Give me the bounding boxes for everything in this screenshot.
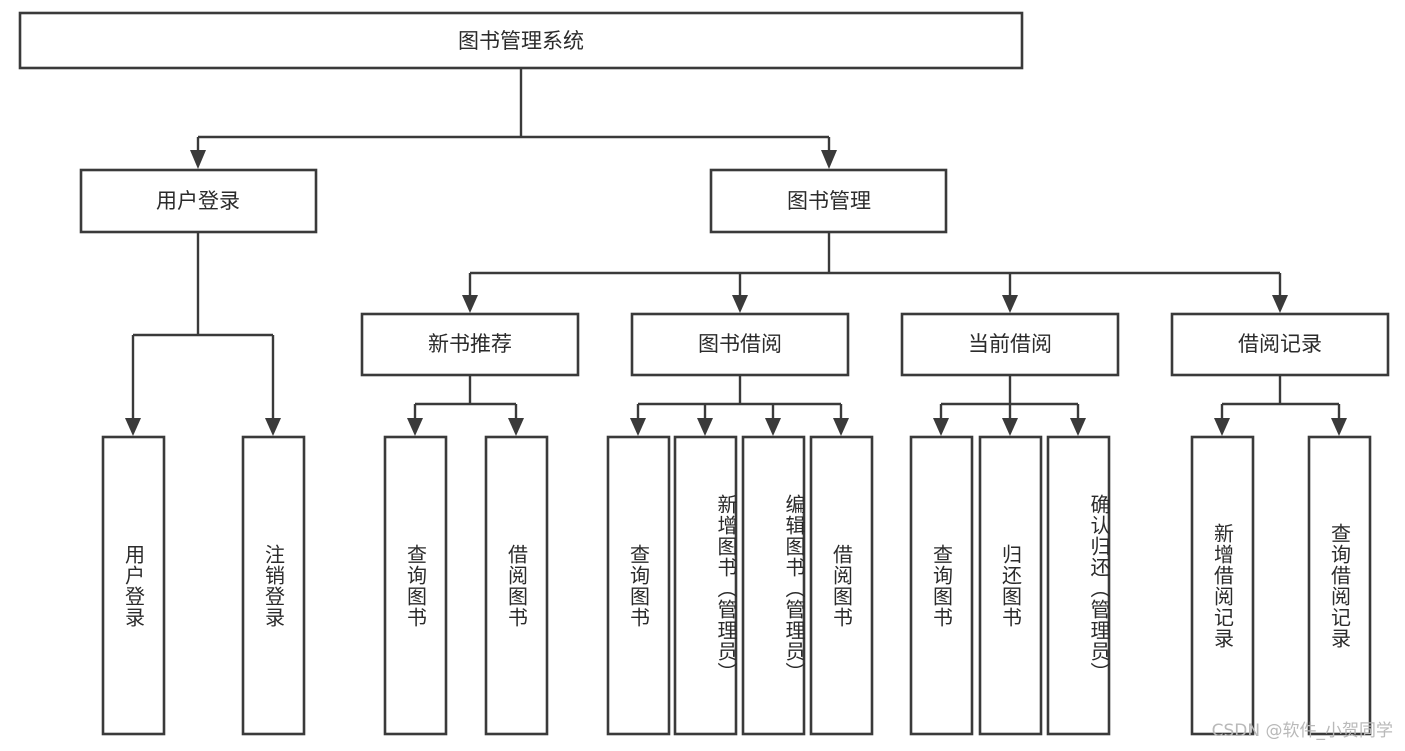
node-book-manage-label: 图书管理 [787, 189, 871, 213]
node-user-login-label: 用户登录 [156, 189, 240, 213]
arrowhead-leaf-edit-book [765, 418, 781, 436]
arrowhead-new-book-rec [462, 295, 478, 313]
node-root[interactable] [18, 11, 1024, 70]
arrowhead-leaf-query-book-1 [407, 418, 423, 436]
node-leaf-borrow-book-2[interactable] [809, 435, 874, 736]
arrowhead-leaf-logout [265, 418, 281, 436]
node-new-book-rec-label: 新书推荐 [428, 332, 512, 356]
arrowhead-leaf-user-login [125, 418, 141, 436]
arrowhead-leaf-query-record [1331, 418, 1347, 436]
connector-group-book-manage [462, 232, 1288, 313]
node-book-manage[interactable] [709, 168, 948, 234]
arrowhead-leaf-query-book-2 [630, 418, 646, 436]
node-borrow-record-label: 借阅记录 [1238, 332, 1322, 356]
connector-group-borrow-record [1214, 375, 1347, 436]
node-root-label: 图书管理系统 [458, 29, 584, 53]
connector-group-current-borrow [933, 375, 1086, 436]
arrowhead-current-borrow [1002, 295, 1018, 313]
arrowhead-book-manage [821, 150, 837, 169]
connector-group-new-book-rec [407, 375, 524, 436]
arrowhead-user-login [190, 150, 206, 169]
arrowhead-borrow-record [1272, 295, 1288, 313]
arrowhead-leaf-borrow-book-2 [833, 418, 849, 436]
node-leaf-borrow-book-1[interactable] [484, 435, 549, 736]
arrowhead-leaf-return-book [1002, 418, 1018, 436]
arrowhead-leaf-add-book [697, 418, 713, 436]
node-current-borrow[interactable] [900, 312, 1120, 377]
node-book-borrow-label: 图书借阅 [698, 332, 782, 356]
node-new-book-rec[interactable] [360, 312, 580, 377]
node-leaf-return-book[interactable] [978, 435, 1043, 736]
node-borrow-record[interactable] [1170, 312, 1390, 377]
connector-group-user-login [125, 232, 281, 436]
node-leaf-logout[interactable] [241, 435, 306, 736]
arrowhead-leaf-borrow-book-1 [508, 418, 524, 436]
arrowhead-book-borrow [732, 295, 748, 313]
node-user-login[interactable] [79, 168, 318, 234]
node-leaf-query-book-1[interactable] [383, 435, 448, 736]
arrowhead-leaf-add-record [1214, 418, 1230, 436]
node-leaf-query-book-3[interactable] [909, 435, 974, 736]
arrowhead-leaf-confirm-return [1070, 418, 1086, 436]
node-leaf-query-record[interactable] [1307, 435, 1372, 736]
node-leaf-user-login[interactable] [101, 435, 166, 736]
connector-group-root [190, 68, 837, 169]
node-leaf-confirm-return[interactable] [1046, 435, 1111, 736]
node-leaf-add-record[interactable] [1190, 435, 1255, 736]
node-leaf-add-book[interactable] [673, 435, 738, 736]
arrowhead-leaf-query-book-3 [933, 418, 949, 436]
node-leaf-edit-book[interactable] [741, 435, 806, 736]
node-current-borrow-label: 当前借阅 [968, 332, 1052, 356]
node-book-borrow[interactable] [630, 312, 850, 377]
node-leaf-query-book-2[interactable] [606, 435, 671, 736]
connector-group-book-borrow [630, 375, 849, 436]
